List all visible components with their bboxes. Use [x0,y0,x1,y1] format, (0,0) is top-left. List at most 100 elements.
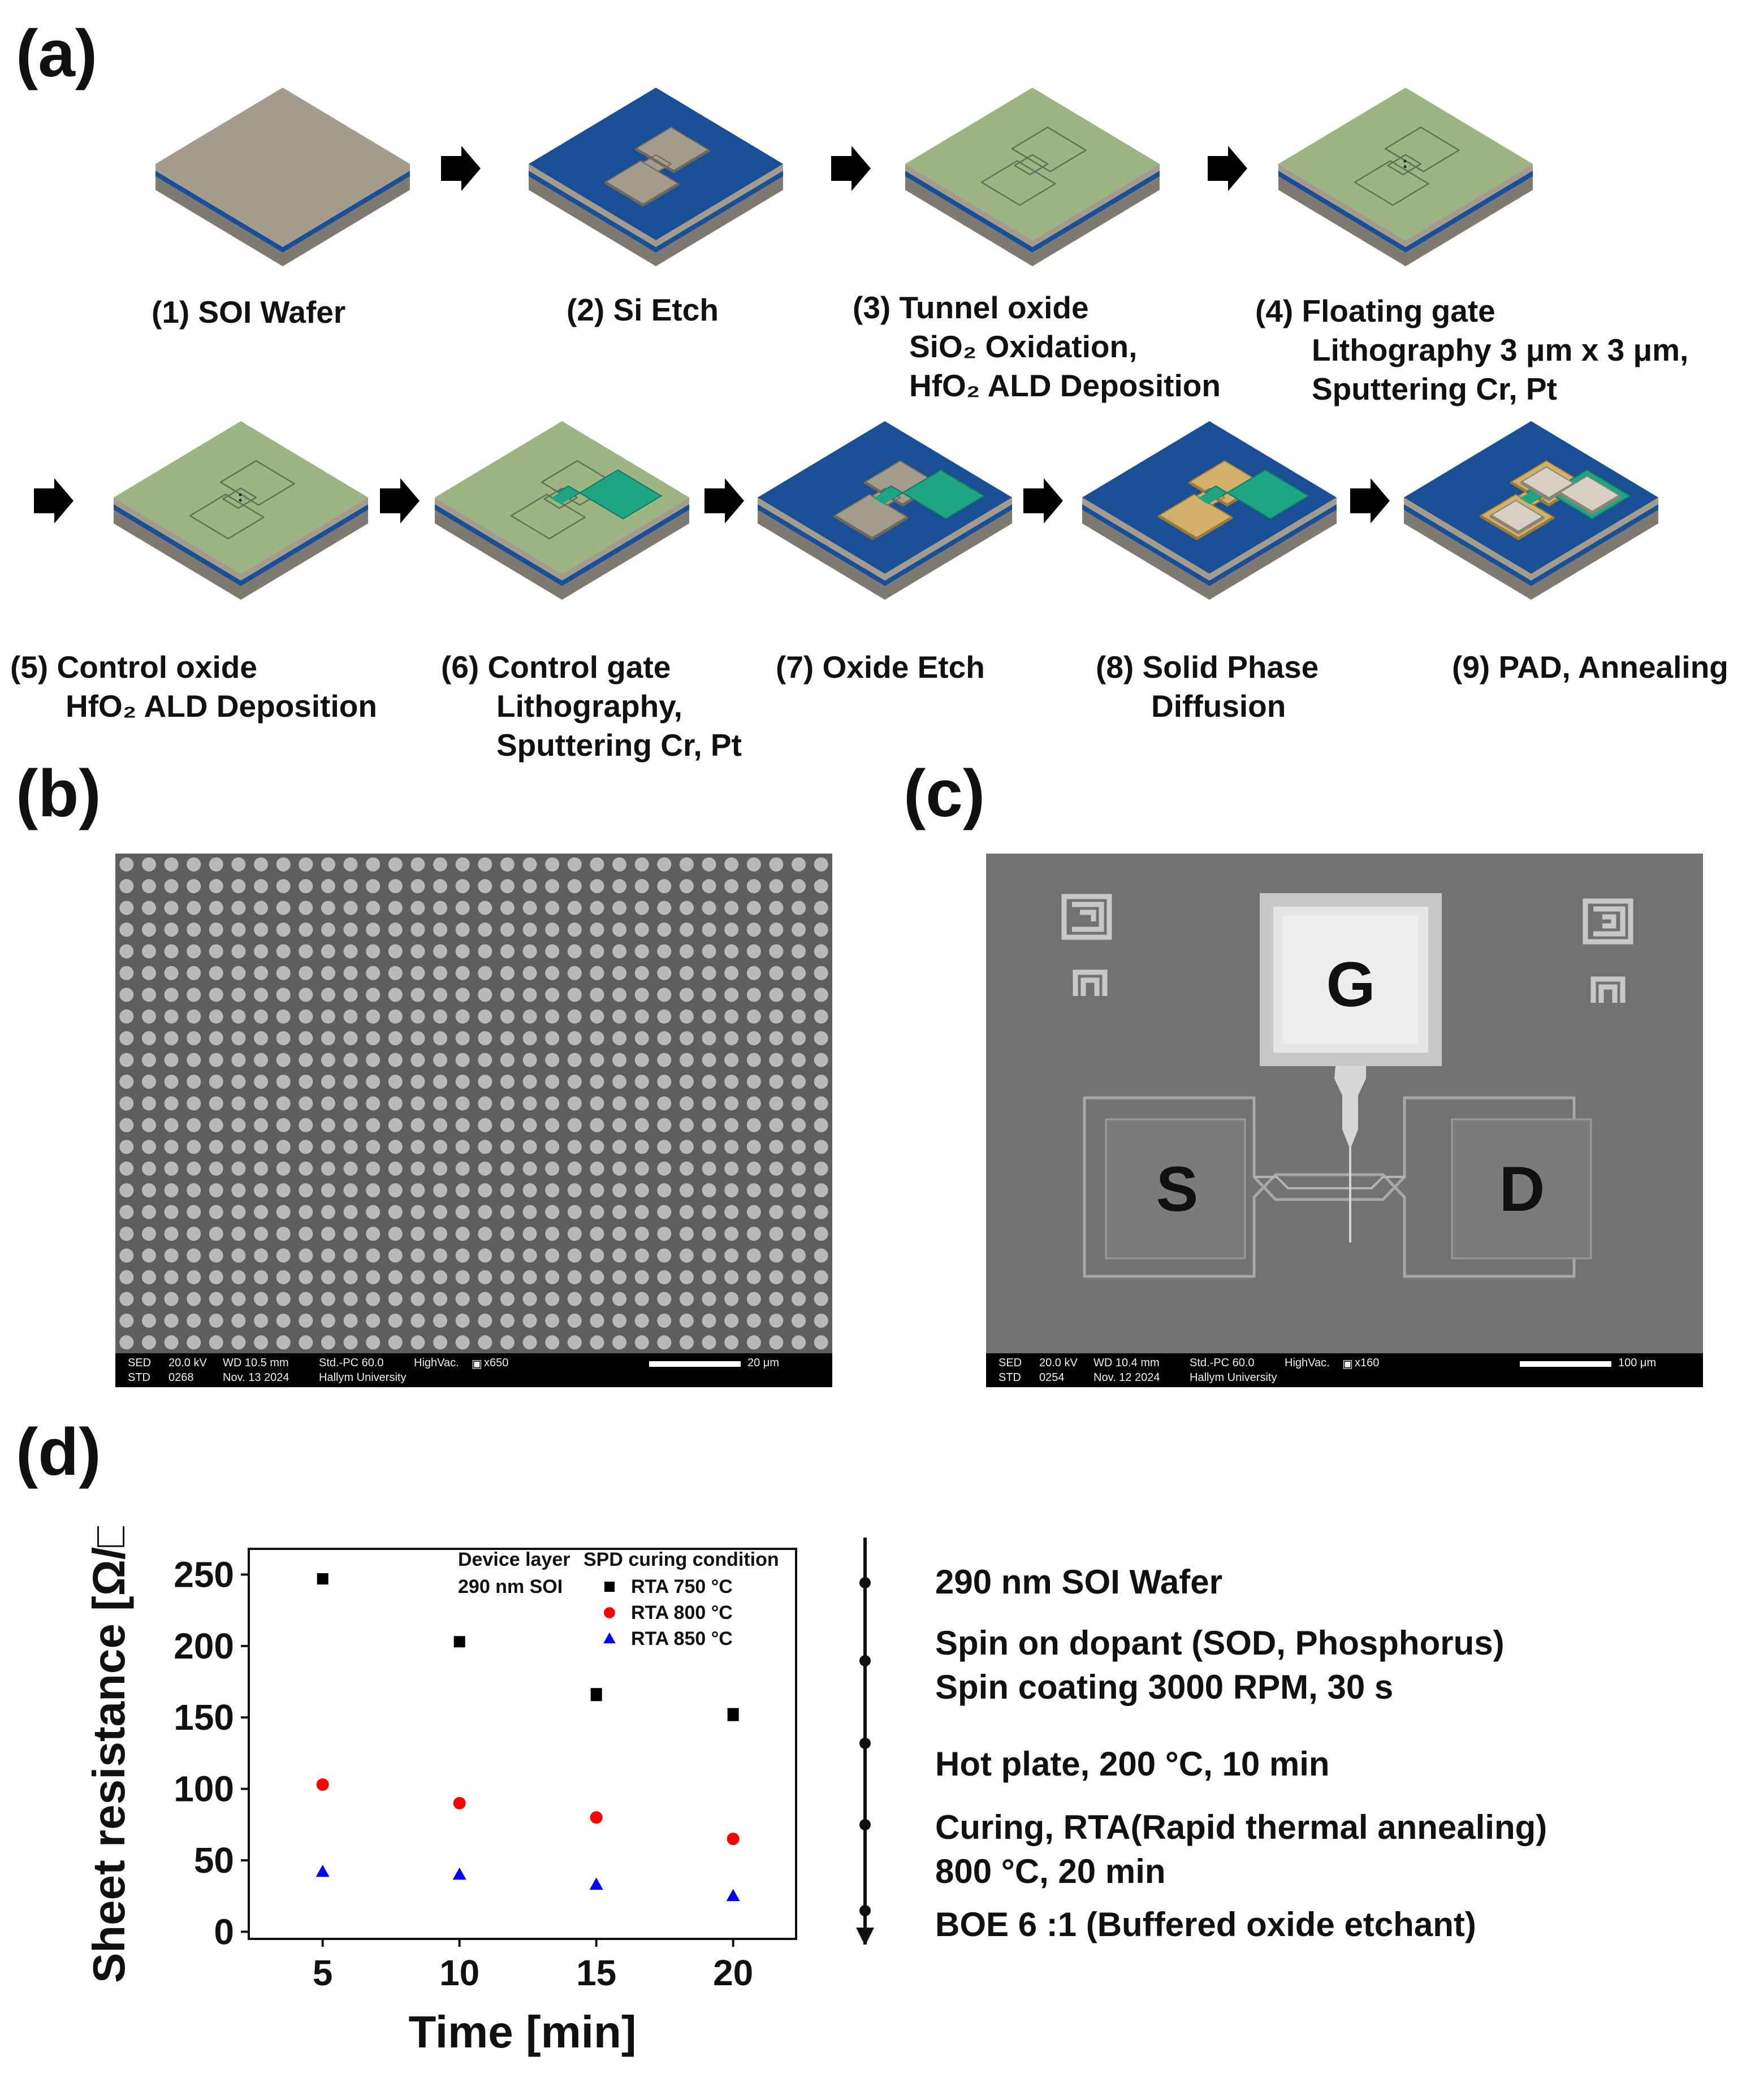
nanodot [724,1183,739,1198]
nanodot [702,923,716,937]
nanodot [276,900,291,915]
nanodot [455,1053,470,1067]
nanodot [164,1313,179,1328]
nanodot [209,1270,223,1284]
nanodot [141,857,156,872]
nanodot [657,879,672,894]
nanodot [590,1205,604,1219]
nanodot [455,923,470,937]
nanodot [679,1335,694,1350]
nanodot [276,944,291,959]
nanodot [119,1292,134,1306]
step-caption-3: (3) Tunnel oxide SiO₂ Oxidation, HfO₂ AL… [853,290,1221,403]
process-timeline [856,1538,874,1945]
nanodot [410,1031,425,1046]
timeline-node [859,1655,871,1666]
nanodot [657,1205,672,1219]
nanodot [455,1248,470,1263]
nanodot [522,857,537,872]
nanodot [455,1118,470,1132]
nanodot [231,1335,246,1350]
nanodot [366,944,381,959]
nanodot [209,1009,223,1024]
camera-icon: ▣ [472,1358,482,1370]
nanodot [410,923,425,937]
nanodot [657,923,672,937]
nanodot [388,1161,403,1176]
nanodot [814,1053,828,1067]
nanodot [455,1292,470,1306]
nanodot [478,923,492,937]
nanodot [567,1227,582,1241]
nanodot [567,1009,582,1024]
nanodot [343,988,358,1002]
nanodot [187,1031,201,1046]
nanodot [119,1118,134,1132]
nanodot [522,1096,537,1111]
nanodot [276,923,291,937]
nanodot [612,1118,627,1132]
nanodot [545,1140,560,1154]
legend-marker [604,1607,615,1618]
x-tick-label: 15 [576,1952,616,1993]
nanodot [433,965,448,980]
device-micrograph: G S D [986,854,1703,1353]
data-point [726,1889,740,1902]
nanodot [209,1292,223,1306]
legend-entry: RTA 850 °C [631,1628,733,1649]
nanodot [164,923,179,937]
nanodot [366,1140,381,1154]
timeline-step-5: BOE 6 :1 (Buffered oxide etchant) [935,1903,1476,1947]
nanodot [522,1075,537,1089]
nanodot [522,944,537,959]
nanodot [299,1248,313,1263]
nanodot [299,1270,313,1284]
nanodot [478,1075,492,1089]
nanodot [702,879,716,894]
nanodot [500,900,515,915]
scale-bar-c [1520,1361,1611,1367]
nanodot [545,965,560,980]
nanodot [746,1248,761,1263]
nanodot [141,1313,156,1328]
nanodot [164,1248,179,1263]
process-arrow-7 [1023,478,1063,523]
step-caption-7: (7) Oxide Etch [776,650,985,685]
nanodot [433,1096,448,1111]
nanodot [545,1292,560,1306]
dot-array-pattern [115,854,832,1353]
nanodot [366,900,381,915]
wafer-diagram-step-5 [114,421,368,600]
nanodot [500,1096,515,1111]
nanodot [746,1140,761,1154]
nanodot [792,1075,806,1089]
nanodot [746,1075,761,1089]
nanodot [814,965,828,980]
nanodot [679,1248,694,1263]
nanodot [187,923,201,937]
nanodot [276,1335,291,1350]
nanodot [612,1270,627,1284]
nanodot [792,1313,806,1328]
nanodot [657,965,672,980]
nanodot [433,1118,448,1132]
nanodot [679,988,694,1002]
nanodot [119,1075,134,1089]
nanodot [343,900,358,915]
nanodot [724,1031,739,1046]
nanodot [187,1205,201,1219]
y-tick-label: 50 [194,1840,234,1881]
nanodot [814,1140,828,1154]
nanodot [254,1031,269,1046]
nanodot [545,1335,560,1350]
nanodot [567,1248,582,1263]
nanodot [746,900,761,915]
nanodot [254,1075,269,1089]
nanodot [702,900,716,915]
nanodot [612,1292,627,1306]
nanodot [343,1031,358,1046]
nanodot [746,1313,761,1328]
nanodot [141,1227,156,1241]
timeline-node [859,1577,871,1588]
nanodot [366,1183,381,1198]
